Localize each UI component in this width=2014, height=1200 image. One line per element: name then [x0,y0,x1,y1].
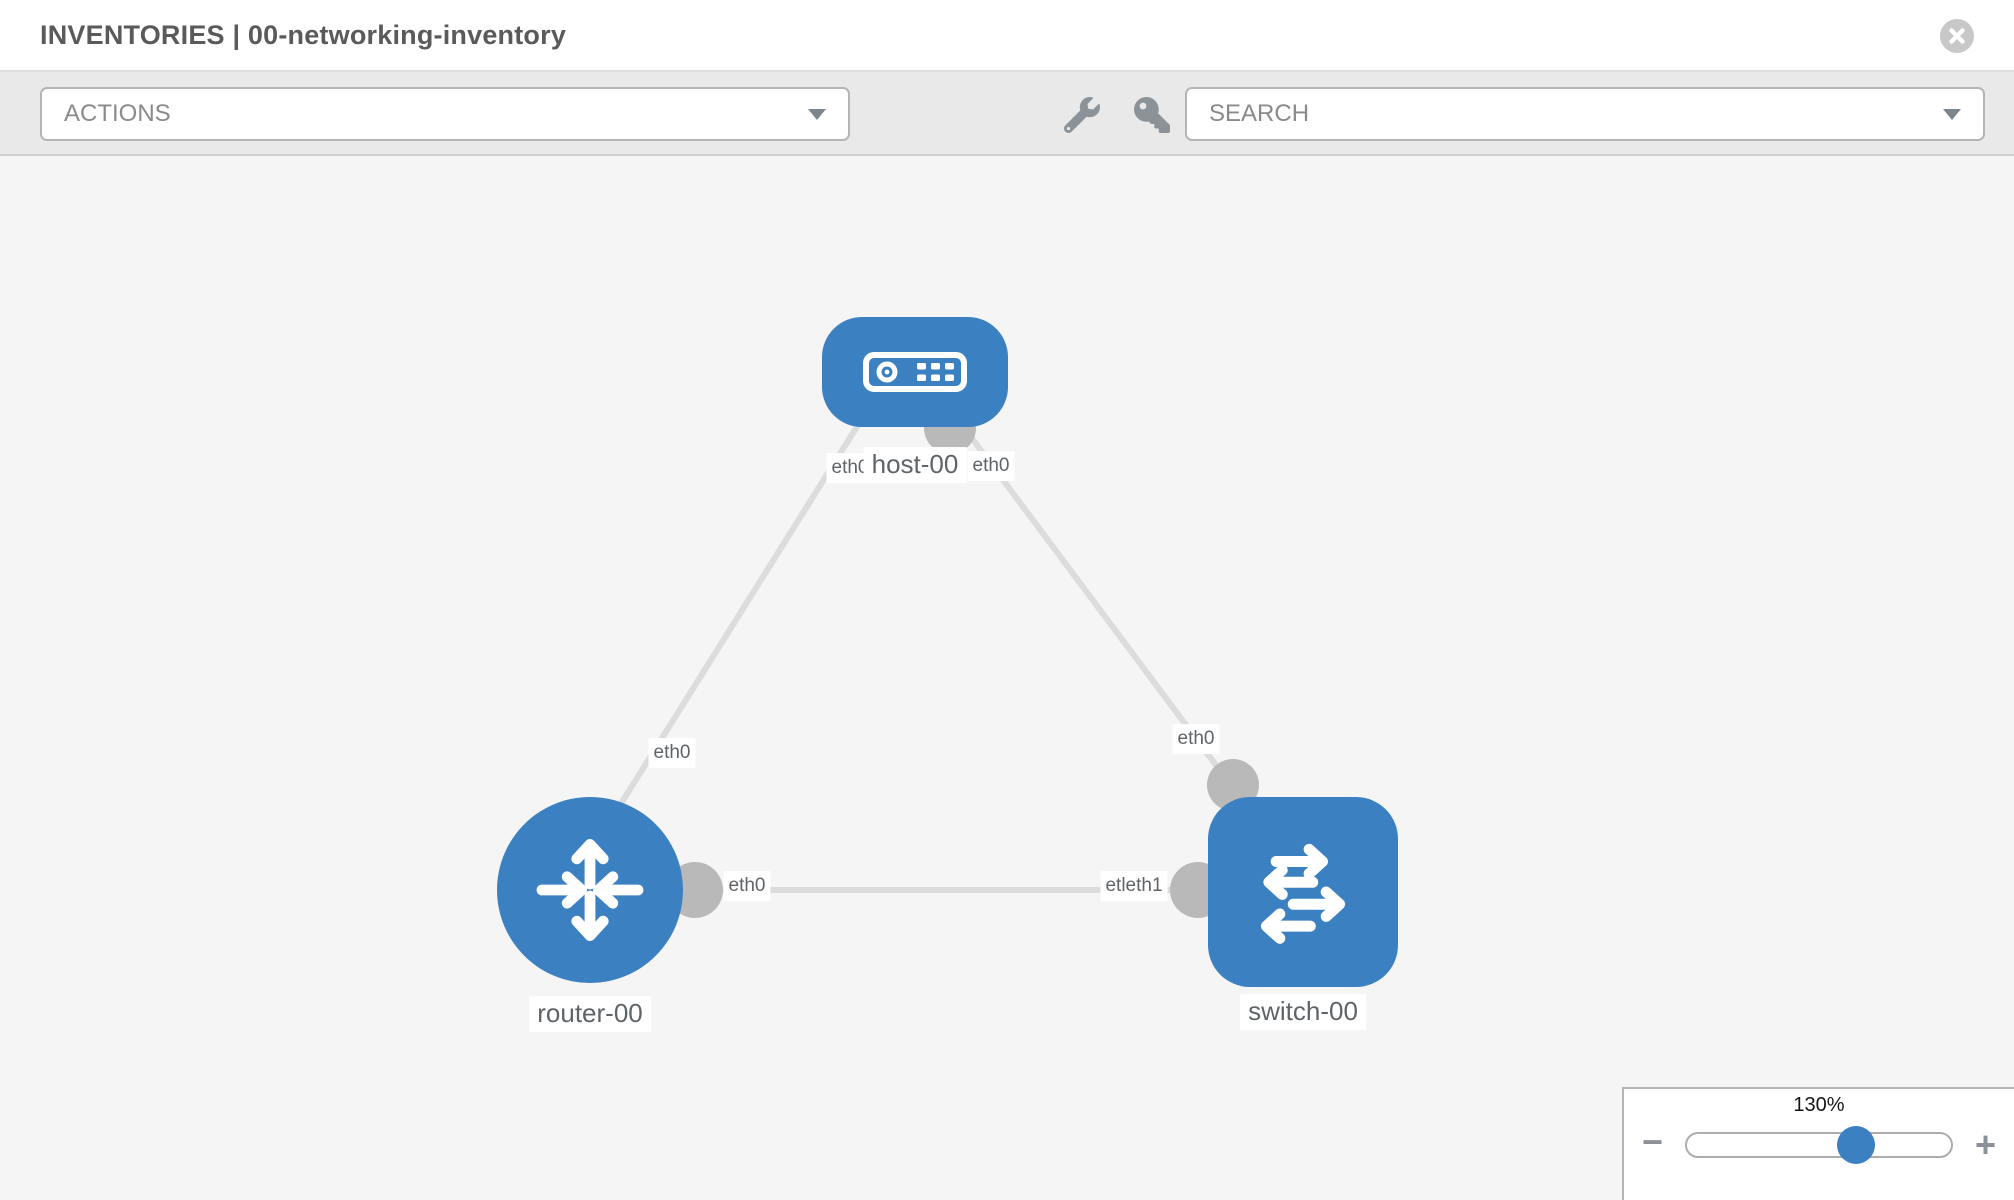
chevron-down-icon [1943,109,1961,120]
key-icon [1134,97,1170,133]
interface-label: eth0 [723,871,771,901]
node-label-host-00: host-00 [863,447,967,483]
topology-links-layer [609,402,1259,918]
zoom-slider-track[interactable] [1685,1126,1953,1164]
host-icon [863,352,967,392]
actions-dropdown[interactable]: ACTIONS [40,87,850,141]
interface-label: etleth1 [1100,871,1168,901]
close-icon [1949,28,1965,44]
chevron-down-icon [808,109,826,120]
node-switch-00[interactable] [1208,797,1398,987]
configure-button[interactable] [1062,95,1102,135]
router-icon [536,839,644,941]
search-dropdown[interactable]: SEARCH [1185,87,1985,141]
interface-label: eth0 [648,738,696,768]
actions-dropdown-label: ACTIONS [64,100,171,127]
zoom-out-button[interactable]: − [1641,1121,1663,1162]
node-host-00[interactable] [822,317,1008,427]
page-title: INVENTORIES | 00-networking-inventory [40,20,567,50]
search-dropdown-label: SEARCH [1209,100,1310,127]
wrench-icon [1064,97,1100,133]
node-label-switch-00: switch-00 [1240,994,1366,1030]
node-label-router-00: router-00 [529,996,651,1032]
header: INVENTORIES | 00-networking-inventory [0,0,2014,72]
zoom-in-button[interactable]: + [1975,1124,1997,1165]
interface-label: eth0 [967,451,1015,481]
zoom-slider-row: − + [1624,1119,2014,1171]
close-button[interactable] [1940,19,1974,53]
zoom-level-value: 130% [1793,1094,1845,1116]
zoom-panel: 130% − + [1622,1087,2014,1200]
interface-label: eth0 [1172,724,1220,754]
switch-icon [1260,843,1346,944]
zoom-slider-handle[interactable] [1836,1126,1875,1164]
node-router-00[interactable] [497,797,683,983]
toolbar: ACTIONS SEARCH [0,72,2014,156]
credentials-button[interactable] [1132,95,1172,135]
